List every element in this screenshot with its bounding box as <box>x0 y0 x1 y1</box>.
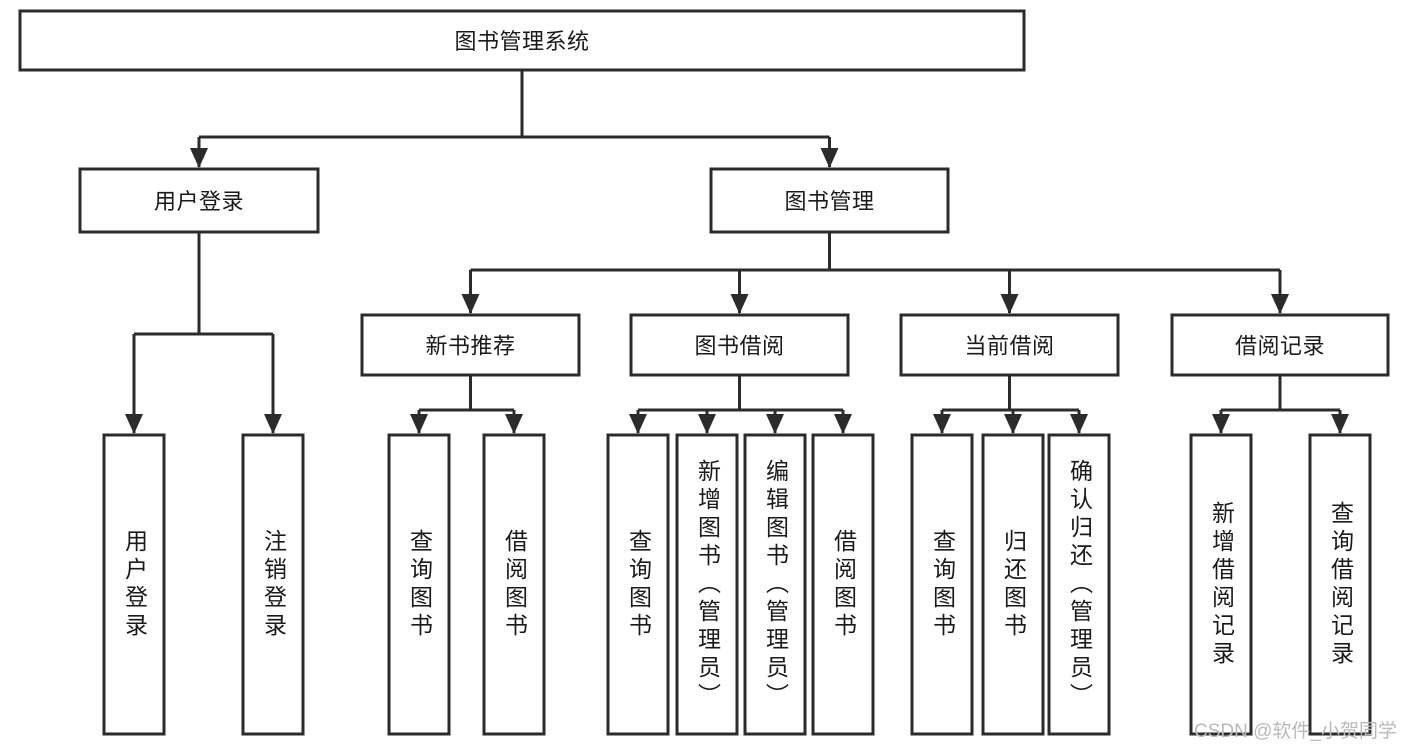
node-level3-box-0[interactable] <box>360 313 581 377</box>
leaf-node-box-10[interactable] <box>1047 433 1111 736</box>
arrow-head-icon <box>461 294 480 314</box>
leaf-node-box-6[interactable] <box>743 433 807 736</box>
arrow-head-icon <box>1212 414 1230 434</box>
node-level2-box-0[interactable] <box>78 167 320 234</box>
leaf-node-box-8[interactable] <box>910 433 974 736</box>
arrow-head-icon <box>1271 294 1289 314</box>
arrow-head-icon <box>505 414 523 434</box>
node-root-box[interactable] <box>18 9 1026 72</box>
node-root-label: 图书管理系统 <box>454 29 589 54</box>
arrow-head-icon <box>834 414 852 434</box>
leaf-node-box-0[interactable] <box>102 433 166 736</box>
arrow-head-icon <box>698 414 716 434</box>
arrow-head-icon <box>766 414 784 434</box>
node-level3-label-0: 新书推荐 <box>425 334 515 359</box>
node-level2-box-1[interactable] <box>709 167 950 234</box>
leaf-node-box-9[interactable] <box>981 433 1045 736</box>
arrow-head-icon <box>1000 294 1019 314</box>
leaf-node-box-1[interactable] <box>241 433 305 736</box>
leaf-node-box-2[interactable] <box>387 433 451 736</box>
node-level2-label-0: 用户登录 <box>154 189 244 214</box>
arrow-head-icon <box>933 414 951 434</box>
node-level2-label-1: 图书管理 <box>784 189 874 214</box>
arrow-head-icon <box>190 148 208 168</box>
connectors-layer <box>125 70 1349 434</box>
node-level3-label-1: 图书借阅 <box>694 334 784 359</box>
arrow-head-icon <box>1070 414 1088 434</box>
arrow-head-icon <box>264 414 282 434</box>
leaf-node-box-11[interactable] <box>1189 433 1253 736</box>
arrow-head-icon <box>820 148 839 168</box>
arrow-head-icon <box>629 414 647 434</box>
node-level3-label-2: 当前借阅 <box>964 334 1054 359</box>
leaf-node-box-12[interactable] <box>1308 433 1372 736</box>
arrow-head-icon <box>125 414 143 434</box>
node-level3-label-3: 借阅记录 <box>1235 334 1325 359</box>
arrow-head-icon <box>1331 414 1349 434</box>
watermark-text: CSDN @软件_小贺同学 <box>1194 721 1397 742</box>
leaf-node-box-7[interactable] <box>811 433 875 736</box>
arrow-head-icon <box>1004 414 1022 434</box>
node-level3-box-1[interactable] <box>629 313 850 377</box>
leaf-node-box-5[interactable] <box>675 433 739 736</box>
node-level3-box-3[interactable] <box>1170 313 1390 377</box>
arrow-head-icon <box>730 294 749 314</box>
arrow-head-icon <box>410 414 428 434</box>
node-level3-box-2[interactable] <box>899 313 1120 377</box>
leaf-node-box-4[interactable] <box>606 433 670 736</box>
leaf-node-box-3[interactable] <box>482 433 546 736</box>
